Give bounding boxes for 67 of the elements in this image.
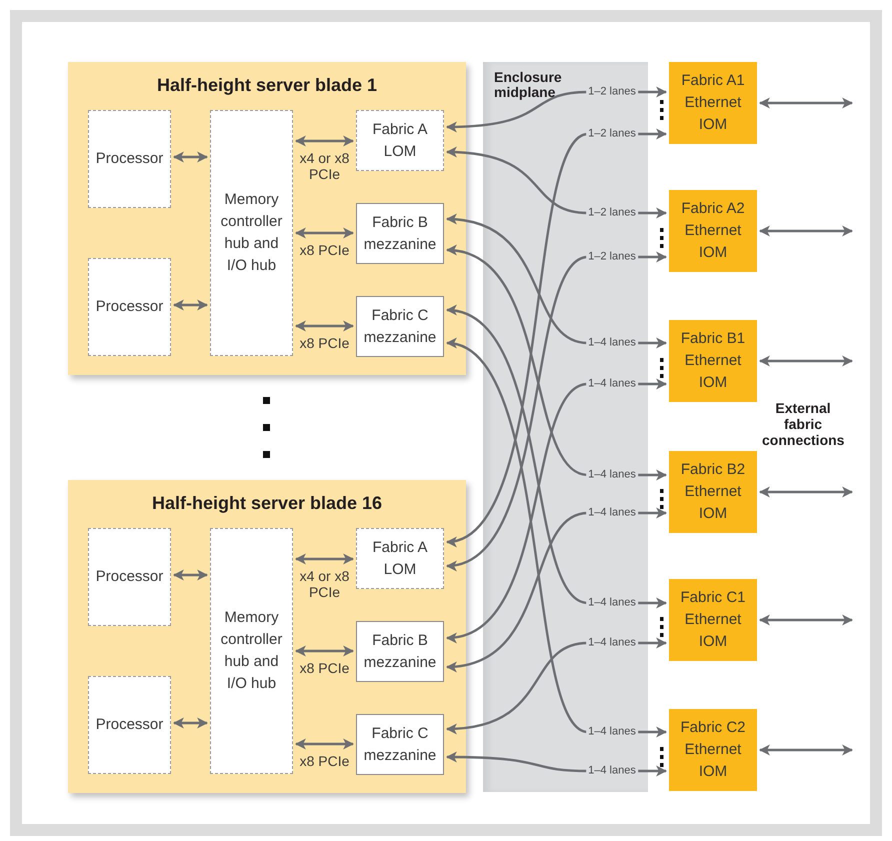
component-box	[88, 676, 171, 774]
adapter-card-box	[356, 621, 444, 682]
arrow	[758, 744, 854, 756]
box-label: Processor	[96, 715, 164, 735]
arrow	[446, 252, 668, 569]
edge-label: x8 PCIe	[298, 753, 350, 769]
box-label: Memory controller hub and I/O hub	[220, 190, 284, 276]
arrow	[172, 570, 208, 580]
server-blade-panel	[68, 480, 466, 793]
adapter-card-box	[356, 714, 444, 775]
edge-label: x4 or x8 PCIe	[298, 150, 350, 182]
component-box	[210, 528, 293, 774]
adapter-card-box	[356, 203, 444, 264]
arrow	[758, 98, 854, 108]
component-box	[210, 110, 293, 356]
blade-title: Half-height server blade 16	[152, 493, 382, 513]
edge-label: x4 or x8 PCIe	[298, 568, 350, 600]
box-label: Fabric B1 Ethernet IOM	[680, 329, 746, 393]
component-box	[88, 258, 171, 356]
box-label: Fabric B2 Ethernet IOM	[680, 460, 746, 524]
edge-label: x8 PCIe	[298, 335, 350, 351]
box-label: Fabric C2 Ethernet IOM	[679, 718, 747, 782]
arrow	[294, 738, 354, 750]
box-label: Fabric C mezzanine	[362, 724, 438, 766]
midplane-title: Enclosure midplane	[494, 70, 563, 100]
iom-module-box	[669, 190, 757, 272]
box-label: Processor	[96, 297, 164, 317]
edge-label: x8 PCIe	[298, 660, 350, 676]
blade-title: Half-height server blade 1	[156, 75, 378, 95]
edge-label: x8 PCIe	[298, 242, 350, 258]
arrow	[758, 486, 854, 498]
box-label: Fabric C1 Ethernet IOM	[679, 588, 747, 652]
component-box	[356, 110, 444, 171]
box-label: Memory controller hub and I/O hub	[220, 608, 284, 694]
arrow	[294, 136, 354, 146]
box-label: Processor	[96, 567, 164, 587]
arrow	[758, 226, 854, 236]
component-box	[88, 110, 171, 208]
adapter-card-box	[356, 296, 444, 357]
arrow	[294, 320, 354, 332]
box-label: Fabric C mezzanine	[362, 306, 438, 348]
component-box	[88, 528, 171, 626]
box-label: Fabric B mezzanine	[362, 630, 438, 672]
box-label: Processor	[96, 149, 164, 169]
box-label: Fabric A2 Ethernet IOM	[680, 199, 746, 263]
box-label: Fabric A LOM	[371, 538, 429, 580]
arrow	[172, 718, 208, 728]
arrow	[294, 228, 354, 238]
box-label: Fabric B mezzanine	[362, 212, 438, 254]
iom-module-box	[669, 451, 757, 533]
annotation-text: External fabric connections	[762, 400, 844, 448]
arrow	[172, 152, 208, 162]
arrow	[172, 300, 208, 310]
server-blade-panel	[68, 62, 466, 375]
box-label: Fabric A LOM	[371, 120, 429, 162]
arrow	[446, 340, 668, 738]
iom-module-box	[669, 579, 757, 661]
iom-module-box	[669, 709, 757, 791]
arrow	[446, 128, 668, 544]
iom-module-box	[669, 62, 757, 144]
arrow	[294, 646, 354, 656]
component-box	[356, 528, 444, 589]
box-label: Fabric A1 Ethernet IOM	[680, 71, 746, 135]
arrow	[758, 356, 854, 366]
arrow	[758, 614, 854, 626]
arrow	[294, 554, 354, 564]
iom-module-box	[669, 320, 757, 402]
